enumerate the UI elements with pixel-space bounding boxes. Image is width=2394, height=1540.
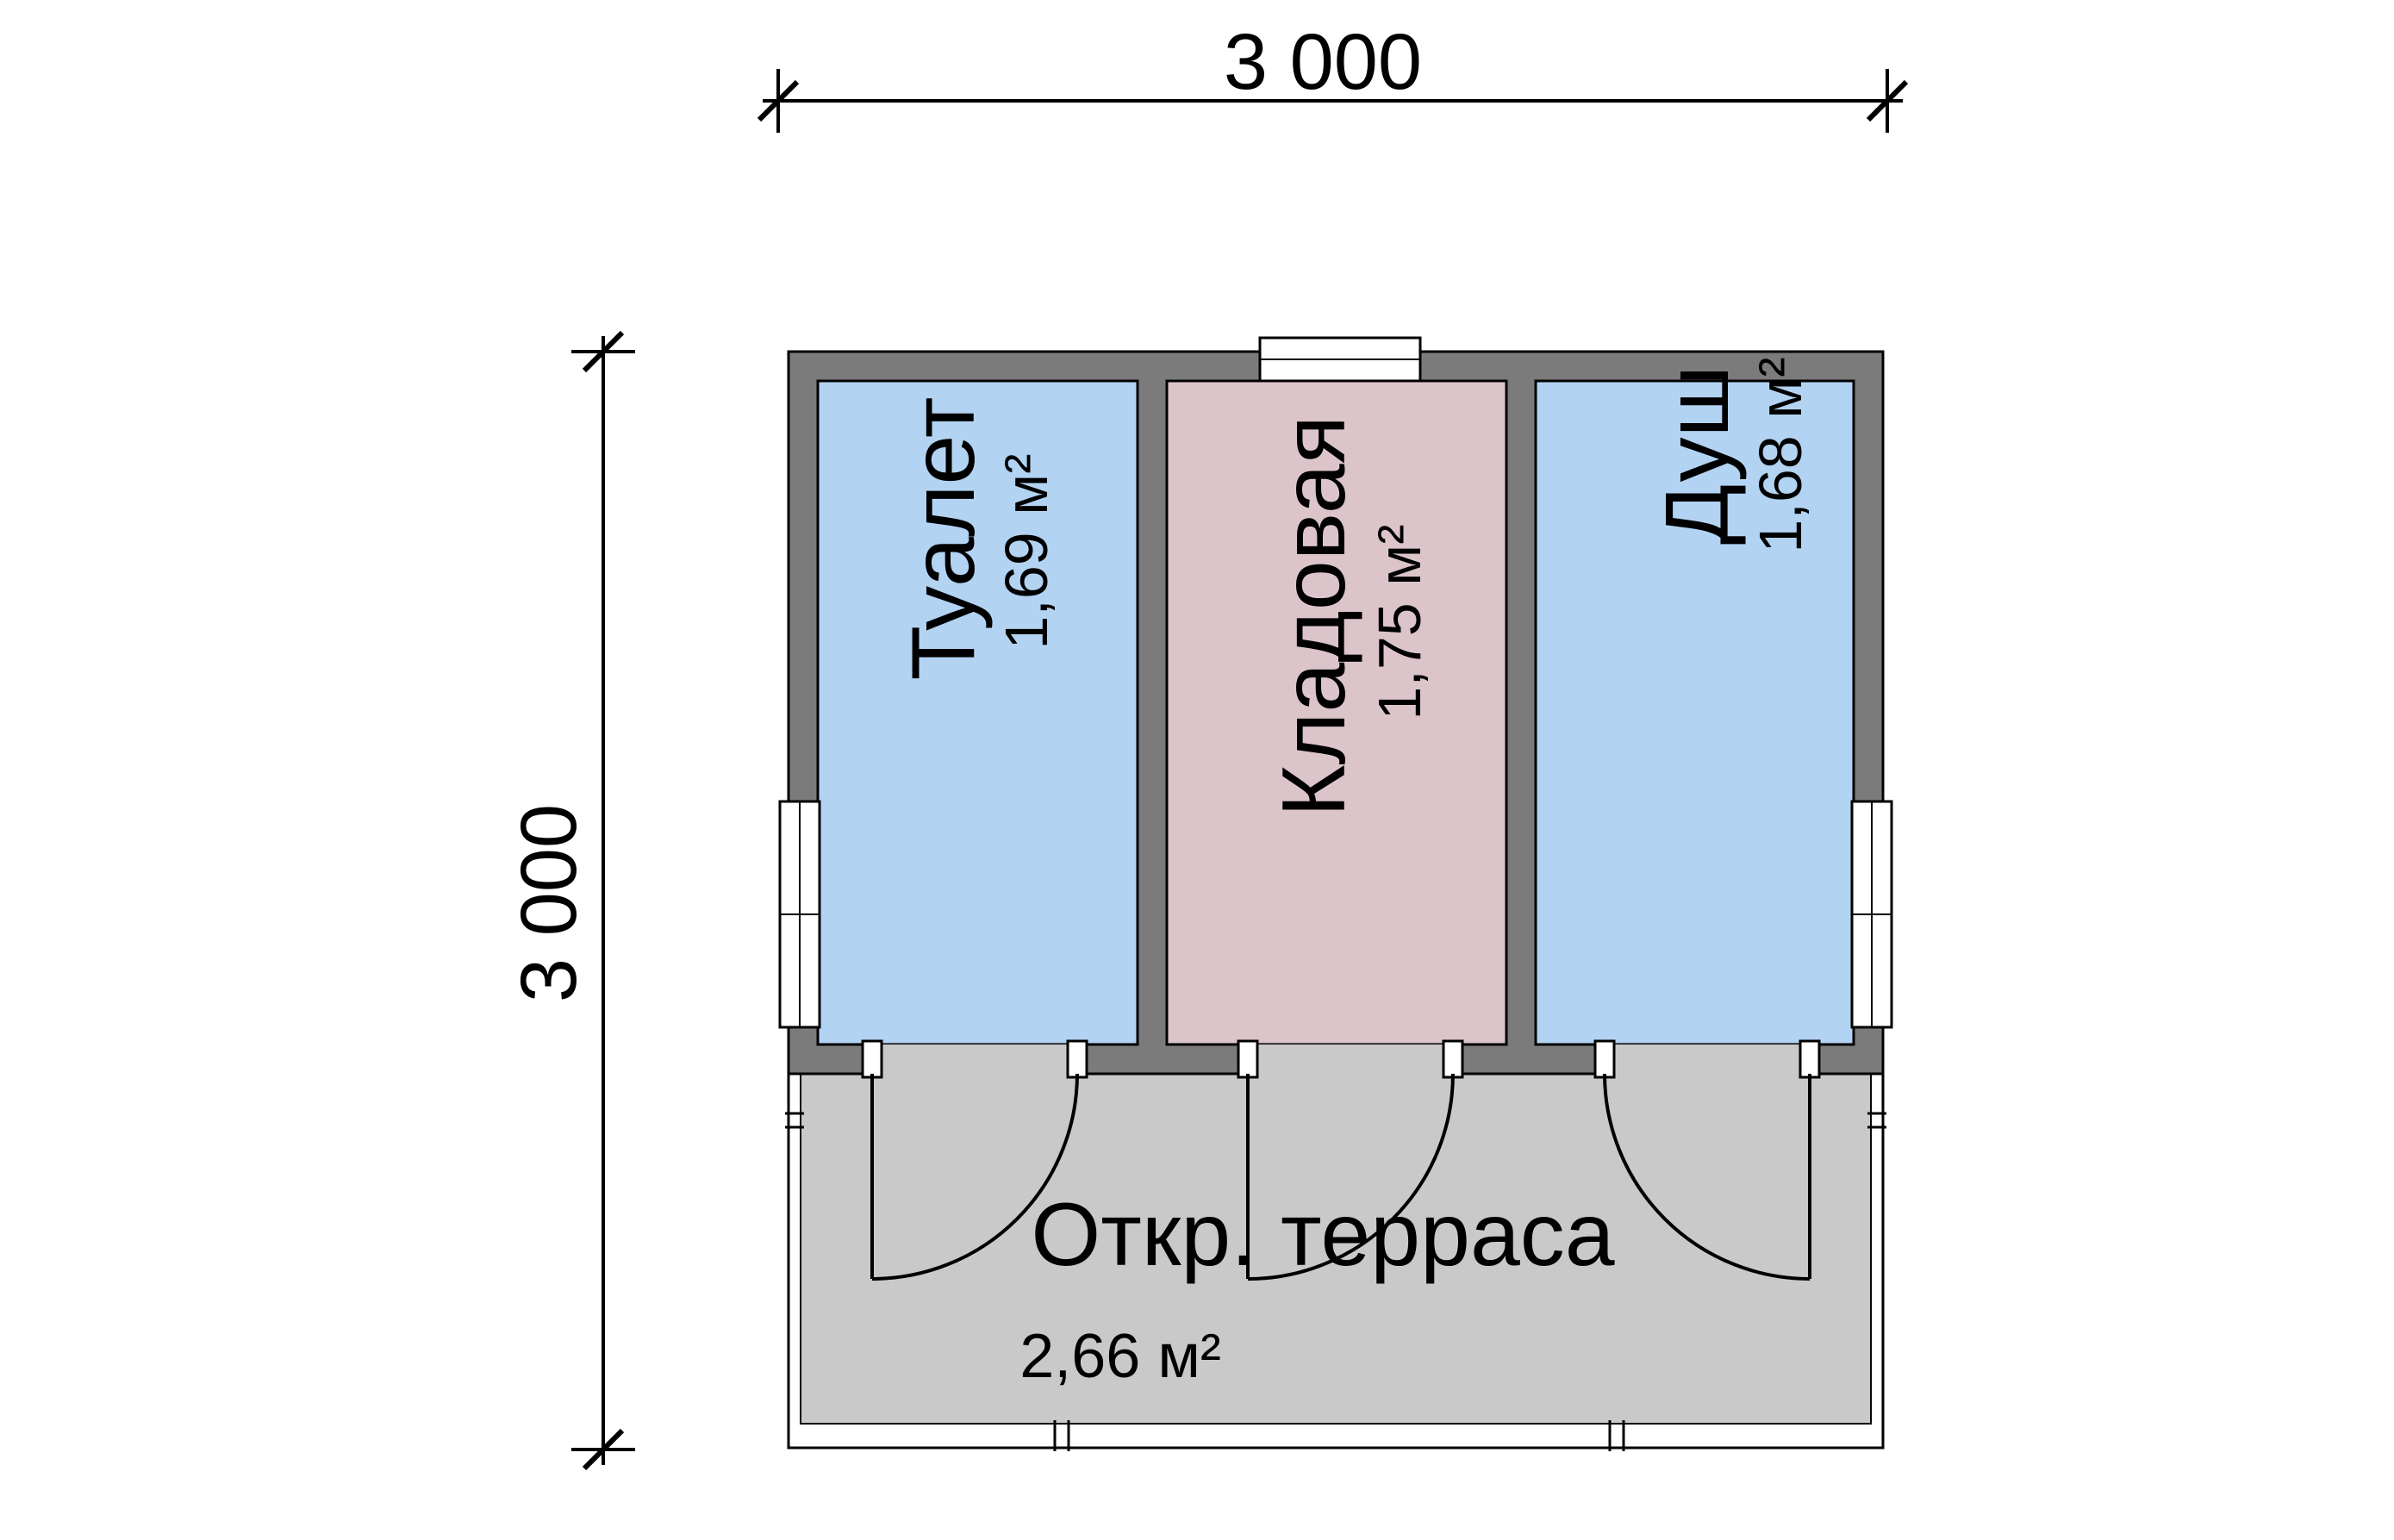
door-jamb <box>1442 1039 1464 1079</box>
door-jambs <box>861 1039 1821 1079</box>
doorway-shower <box>1605 1044 1810 1076</box>
door-jamb <box>1593 1039 1616 1079</box>
windows <box>778 336 1893 1029</box>
doorway-storage <box>1248 1044 1453 1076</box>
top-dimension-label: 3 000 <box>1224 18 1422 106</box>
top-dimension-tick-left <box>757 79 800 122</box>
room-toilet <box>816 379 1139 1046</box>
room-shower-area: 1,68 м² <box>1747 357 1814 552</box>
door-jamb <box>861 1039 883 1079</box>
top-dimension-tick-right <box>1866 79 1909 122</box>
door-arc-shower <box>1603 1073 1811 1281</box>
left-dimension-tick-bottom <box>582 1428 625 1471</box>
door-arc-storage <box>1247 1073 1455 1281</box>
terrace-post-ticks <box>785 1112 1886 1451</box>
room-storage-area: 1,75 м² <box>1366 524 1433 720</box>
room-shower <box>1534 379 1855 1046</box>
door-jamb <box>1237 1039 1259 1079</box>
left-dimension-tick-top <box>582 330 625 373</box>
room-toilet-area: 1,69 м² <box>993 453 1060 649</box>
door-jamb <box>1066 1039 1088 1079</box>
room-toilet-label: Туалет <box>894 396 994 680</box>
room-storage-label: Кладовая <box>1264 415 1364 817</box>
room-storage <box>1165 379 1508 1046</box>
terrace-label: Откр. терраса <box>1031 1185 1614 1285</box>
left-dimension <box>571 330 635 1471</box>
door-arc-toilet <box>871 1073 1079 1281</box>
terrace-area-label: 2,66 м² <box>1019 1322 1221 1391</box>
doorway-toilet <box>872 1044 1077 1076</box>
doors <box>870 1073 1811 1281</box>
door-jamb <box>1799 1039 1821 1079</box>
room-shower-label: Душ <box>1648 365 1748 545</box>
top-dimension <box>757 69 1909 133</box>
left-dimension-label: 3 000 <box>505 804 593 1002</box>
